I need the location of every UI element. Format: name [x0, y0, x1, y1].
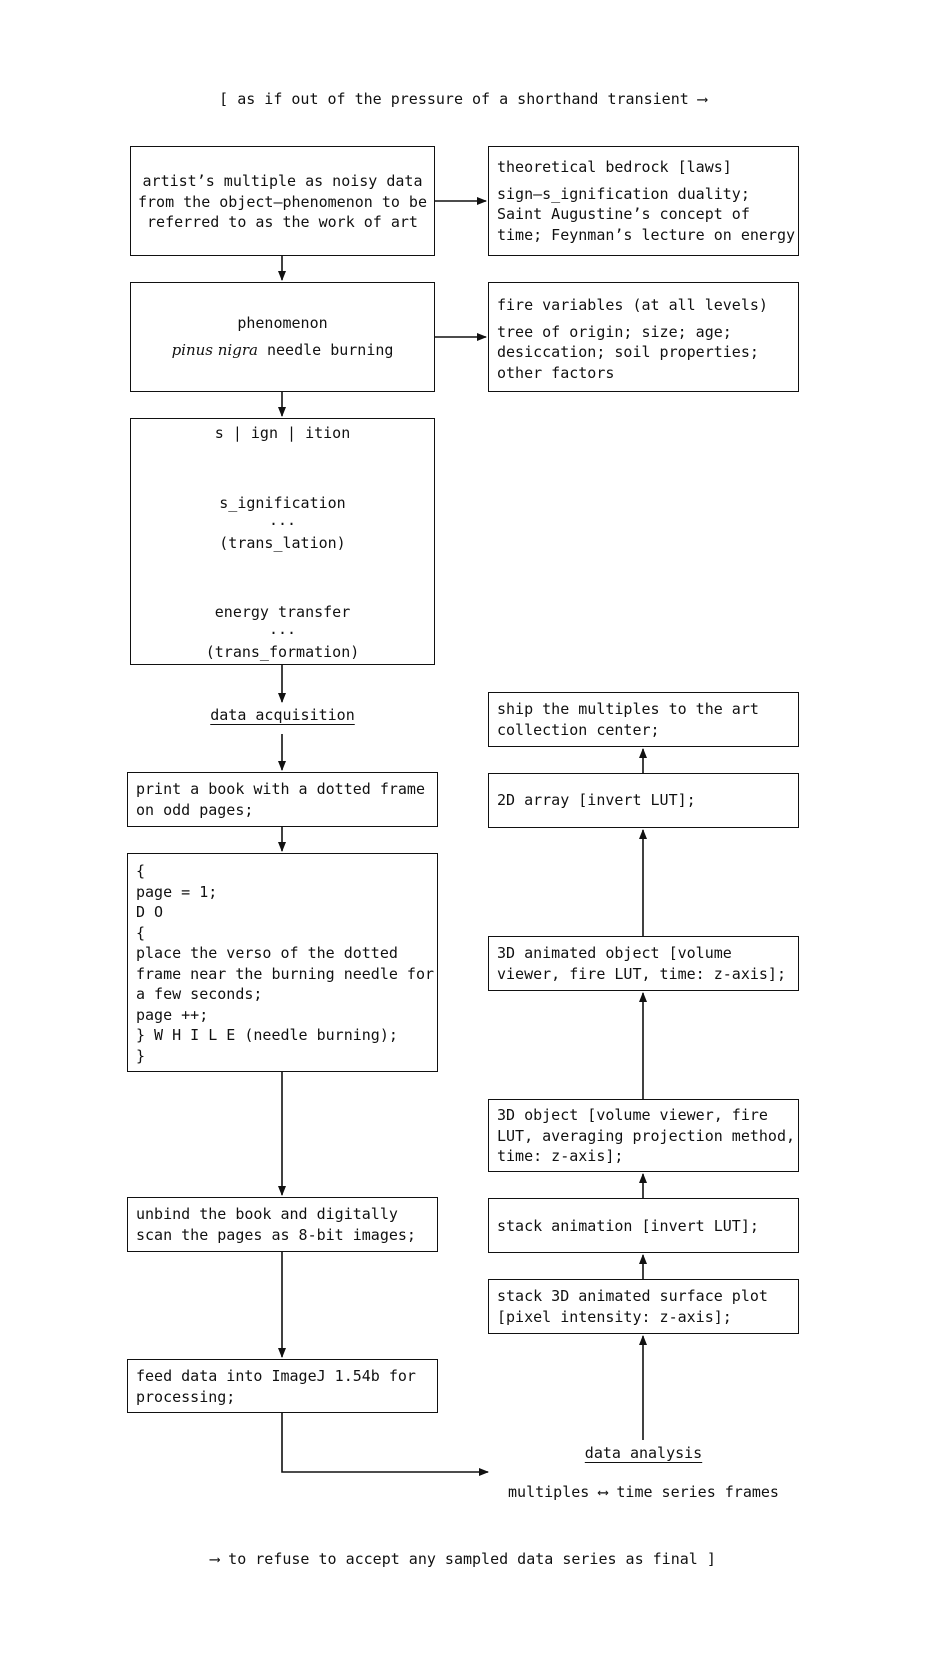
code-line-2: page = 1;: [136, 882, 218, 901]
bedrock-title: theoretical bedrock [laws]: [497, 158, 732, 176]
stack3d-line-2: [pixel intensity: z-axis];: [497, 1307, 732, 1326]
arrow-feed-to-analysis: [281, 1413, 489, 1476]
signification-label: s_ignification: [219, 494, 346, 512]
fire-line-1: tree of origin; size; age;: [497, 322, 732, 341]
needle-burning-label: needle burning: [257, 340, 394, 359]
transformation-label: (trans_formation): [205, 643, 360, 661]
phenomenon-line: pinus nigra needle burning: [131, 340, 434, 361]
artist-multiple-box: artist’s multiple as noisy data from the…: [130, 146, 435, 256]
ship-line-2: collection center;: [497, 720, 660, 739]
stackanim-line-1: stack animation [invert LUT];: [497, 1217, 759, 1235]
signification-box: [130, 418, 435, 665]
translation-label: (trans_lation): [219, 534, 346, 552]
pinus-nigra-label: pinus nigra: [171, 340, 258, 359]
loop-code-box: { page = 1; D O { place the verso of the…: [127, 853, 438, 1072]
feed-line-2: processing;: [136, 1387, 236, 1406]
print-line-1: print a book with a dotted frame: [136, 780, 425, 798]
unbind-line-1: unbind the book and digitally: [136, 1205, 398, 1223]
sign-ign-ition: s | ign | ition: [214, 424, 351, 442]
2d-line-1: 2D array [invert LUT];: [497, 791, 696, 809]
code-line-3: D O: [136, 903, 164, 921]
code-line-6: frame near the burning needle for: [136, 964, 435, 983]
artist-line-3: referred to as the work of art: [147, 213, 418, 231]
3dobj-line-2: LUT, averaging projection method,: [497, 1126, 796, 1145]
code-line-1: {: [136, 862, 146, 880]
3d-object-box: 3D object [volume viewer, fire LUT, aver…: [488, 1099, 799, 1172]
3dobj-line-1: 3D object [volume viewer, fire: [497, 1106, 768, 1124]
fire-line-2: desiccation; soil properties;: [497, 343, 759, 361]
print-book-box: print a book with a dotted frame on odd …: [127, 772, 438, 827]
code-line-8: page ++;: [136, 1005, 209, 1024]
print-line-2: on odd pages;: [136, 800, 254, 819]
3dobj-line-3: time: z-axis];: [497, 1147, 624, 1165]
stack-animation-box: stack animation [invert LUT];: [488, 1198, 799, 1253]
fire-title: fire variables (at all levels): [497, 296, 768, 314]
code-line-5: place the verso of the dotted: [136, 944, 398, 962]
feed-imagej-box: feed data into ImageJ 1.54b for processi…: [127, 1359, 438, 1413]
unbind-line-2: scan the pages as 8-bit images;: [136, 1225, 416, 1244]
artist-line-2: from the object–phenomenon to be: [138, 192, 427, 211]
bottom-caption: ⟶ to refuse to accept any sampled data s…: [210, 1550, 716, 1568]
data-analysis-label: data analysis: [584, 1444, 703, 1462]
code-line-4: {: [136, 923, 146, 942]
bedrock-line-3: time; Feynman’s lecture on energy: [497, 225, 796, 244]
code-line-10: }: [136, 1046, 146, 1065]
theoretical-bedrock-box: theoretical bedrock [laws] sign–s_ignifi…: [488, 146, 799, 256]
data-acquisition-label: data acquisition: [210, 706, 355, 724]
multiples-time-series-label: multiples ⟷ time series frames: [508, 1483, 779, 1501]
energy-transfer-label: energy transfer: [214, 603, 351, 621]
code-line-9: } W H I L E (needle burning);: [136, 1026, 398, 1044]
fire-variables-box: fire variables (at all levels) tree of o…: [488, 282, 799, 392]
ellipsis-2: ...: [268, 620, 297, 638]
3danim-line-2: viewer, fire LUT, time: z-axis];: [497, 964, 786, 983]
phenomenon-title: phenomenon: [237, 314, 328, 332]
3danim-line-1: 3D animated object [volume: [497, 944, 732, 962]
bedrock-line-2: Saint Augustine’s concept of: [497, 205, 750, 223]
artist-line-1: artist’s multiple as noisy data: [142, 172, 423, 190]
top-caption: [ as if out of the pressure of a shortha…: [219, 90, 707, 108]
ellipsis-1: ...: [268, 511, 297, 529]
ship-line-1: ship the multiples to the art: [497, 700, 759, 718]
bedrock-line-1: sign–s_ignification duality;: [497, 184, 750, 203]
3d-animated-object-box: 3D animated object [volume viewer, fire …: [488, 936, 799, 991]
ship-multiples-box: ship the multiples to the art collection…: [488, 692, 799, 747]
stack3d-line-1: stack 3D animated surface plot: [497, 1287, 768, 1305]
code-line-7: a few seconds;: [136, 985, 263, 1003]
stack-3d-surface-plot-box: stack 3D animated surface plot [pixel in…: [488, 1279, 799, 1334]
unbind-scan-box: unbind the book and digitally scan the p…: [127, 1197, 438, 1252]
feed-line-1: feed data into ImageJ 1.54b for: [136, 1367, 416, 1385]
phenomenon-box: phenomenon pinus nigra needle burning: [130, 282, 435, 392]
2d-array-box: 2D array [invert LUT];: [488, 773, 799, 828]
fire-line-3: other factors: [497, 363, 615, 382]
